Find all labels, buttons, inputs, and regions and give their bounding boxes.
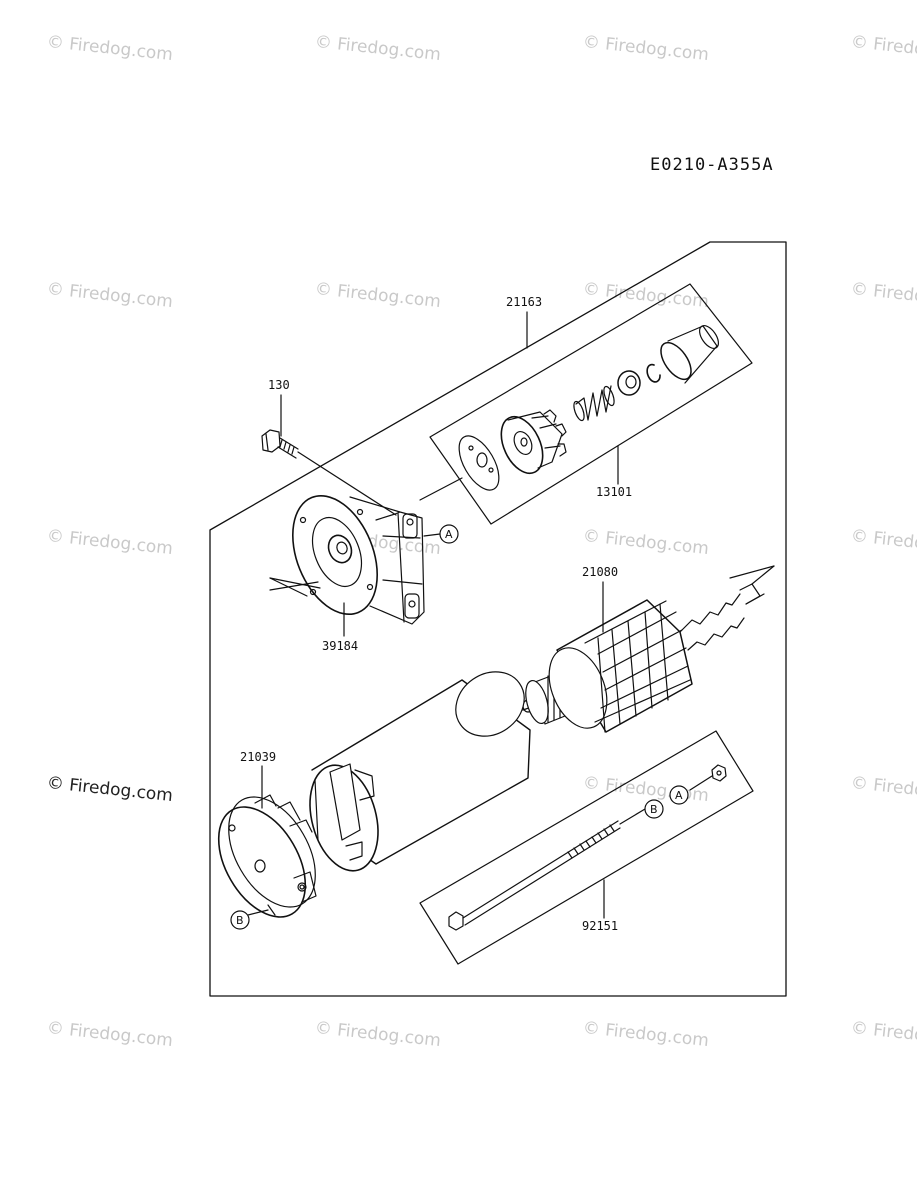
ref-label-a-upper: A: [445, 528, 453, 541]
ref-marker-b-cover: [230, 910, 250, 930]
label-21163: 21163: [506, 295, 542, 309]
assembly-frame: [209, 241, 787, 997]
drive-gear: [500, 409, 567, 475]
ref-marker-b-bolt: [644, 799, 664, 819]
armature-21080: [522, 565, 775, 733]
spring: [573, 385, 615, 422]
diagram-code: E0210-A355A: [650, 155, 774, 175]
label-39184: 39184: [322, 639, 358, 653]
ref-label-b-cover: B: [236, 914, 244, 927]
label-92151: 92151: [582, 919, 618, 933]
kit-box-13101: [429, 283, 753, 525]
retaining-ring: [646, 363, 661, 383]
label-21039: 21039: [240, 750, 276, 764]
through-bolt-92151: [448, 808, 646, 931]
bracket-39184: [269, 477, 463, 625]
label-130: 130: [268, 378, 290, 392]
label-21080: 21080: [582, 565, 618, 579]
yoke-housing: [309, 671, 531, 872]
ref-marker-a-lower: [669, 785, 689, 805]
nut: [689, 764, 727, 791]
plate: [458, 435, 500, 491]
ref-label-a-lower: A: [675, 789, 683, 802]
stop-collar: [617, 370, 641, 396]
sleeve: [660, 325, 720, 384]
kit-box-92151: [419, 730, 754, 965]
ref-label-b-bolt: B: [650, 803, 658, 816]
label-13101: 13101: [596, 485, 632, 499]
bolt-130: [261, 429, 397, 516]
